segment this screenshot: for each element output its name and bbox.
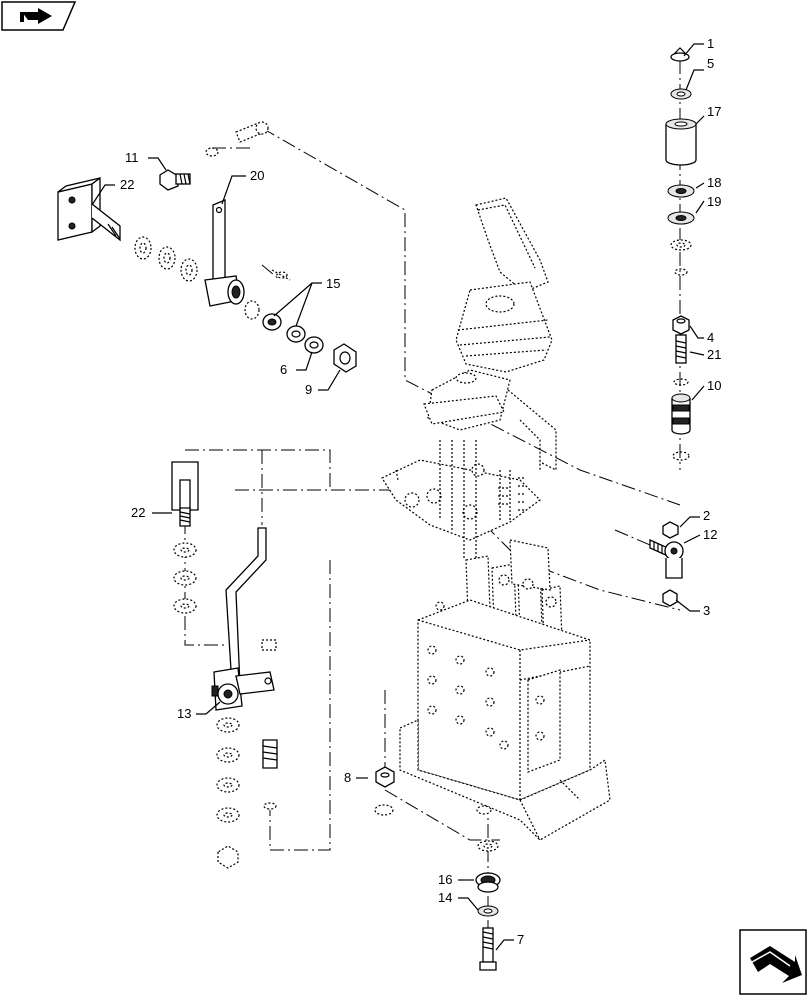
part-15-washers — [244, 300, 306, 343]
callout-13: 13 — [177, 706, 191, 721]
ball-joint-upper — [235, 121, 269, 143]
callout-16: 16 — [438, 872, 452, 887]
washers-lower-left-stack — [173, 542, 197, 614]
callout-22-upper: 22 — [120, 177, 134, 192]
part-22-pivot-upper — [57, 176, 121, 242]
washers-upper-left — [134, 236, 198, 282]
part-18-washer — [667, 184, 695, 198]
springs-and-rods — [439, 440, 524, 570]
part-8-nut — [374, 766, 492, 816]
callout-1: 1 — [707, 36, 714, 51]
joystick-handle — [475, 197, 549, 293]
callout-8: 8 — [344, 770, 351, 785]
callout-17: 17 — [707, 104, 721, 119]
leader-lines — [91, 43, 705, 951]
control-plate — [423, 369, 557, 471]
part-17-sleeve — [665, 118, 697, 166]
washers-lower-stack — [216, 717, 240, 869]
part-1-clip — [670, 47, 690, 62]
callout-10: 10 — [707, 378, 721, 393]
callout-22-lower: 22 — [131, 505, 145, 520]
callout-4: 4 — [707, 330, 714, 345]
joystick-boot — [455, 281, 553, 373]
callout-labels: 1 5 17 18 19 4 21 10 2 12 3 11 22 20 15 … — [120, 36, 721, 947]
clip-unlabeled — [674, 268, 688, 276]
callout-3: 3 — [703, 603, 710, 618]
callout-11: 11 — [125, 150, 139, 165]
washer-bottom — [477, 840, 499, 852]
part-22-pivot-lower — [171, 461, 199, 527]
part-6-washer — [304, 336, 324, 354]
part-12-ball-joint — [649, 538, 684, 579]
callout-12: 12 — [703, 527, 717, 542]
callout-18: 18 — [707, 175, 721, 190]
callout-6: 6 — [280, 362, 287, 377]
part-13-shift-rod — [211, 527, 275, 711]
callout-15: 15 — [326, 276, 340, 291]
callout-20: 20 — [250, 168, 264, 183]
part-14-washer — [477, 905, 499, 917]
pin-lower — [261, 639, 278, 810]
callout-21: 21 — [707, 347, 721, 362]
part-5-washer — [670, 88, 692, 100]
part-7-bolt — [479, 927, 497, 971]
part-10-coupler — [671, 378, 691, 461]
page-navigation-arrow-icon[interactable] — [1, 1, 77, 31]
callout-14: 14 — [438, 890, 452, 905]
valve-base-plate — [399, 719, 611, 841]
part-20-lever — [204, 199, 291, 307]
part-4-nut — [672, 315, 690, 335]
part-16-bushing — [475, 872, 501, 893]
next-page-arrow-icon[interactable] — [739, 929, 807, 995]
callout-7: 7 — [517, 932, 524, 947]
callout-9: 9 — [305, 382, 312, 397]
mounting-bracket — [381, 459, 541, 541]
callout-19: 19 — [707, 194, 721, 209]
spool-links — [465, 539, 563, 645]
control-valve-body — [417, 599, 591, 801]
callout-2: 2 — [703, 508, 710, 523]
part-19-washer — [667, 211, 695, 225]
part-21-stud — [675, 334, 687, 364]
part-9-nut — [333, 343, 357, 373]
part-11-bolt — [159, 147, 219, 191]
part-3-nut — [662, 589, 678, 607]
part-2-nut — [662, 521, 679, 539]
washer-unlabeled — [670, 239, 692, 251]
callout-5: 5 — [707, 56, 714, 71]
